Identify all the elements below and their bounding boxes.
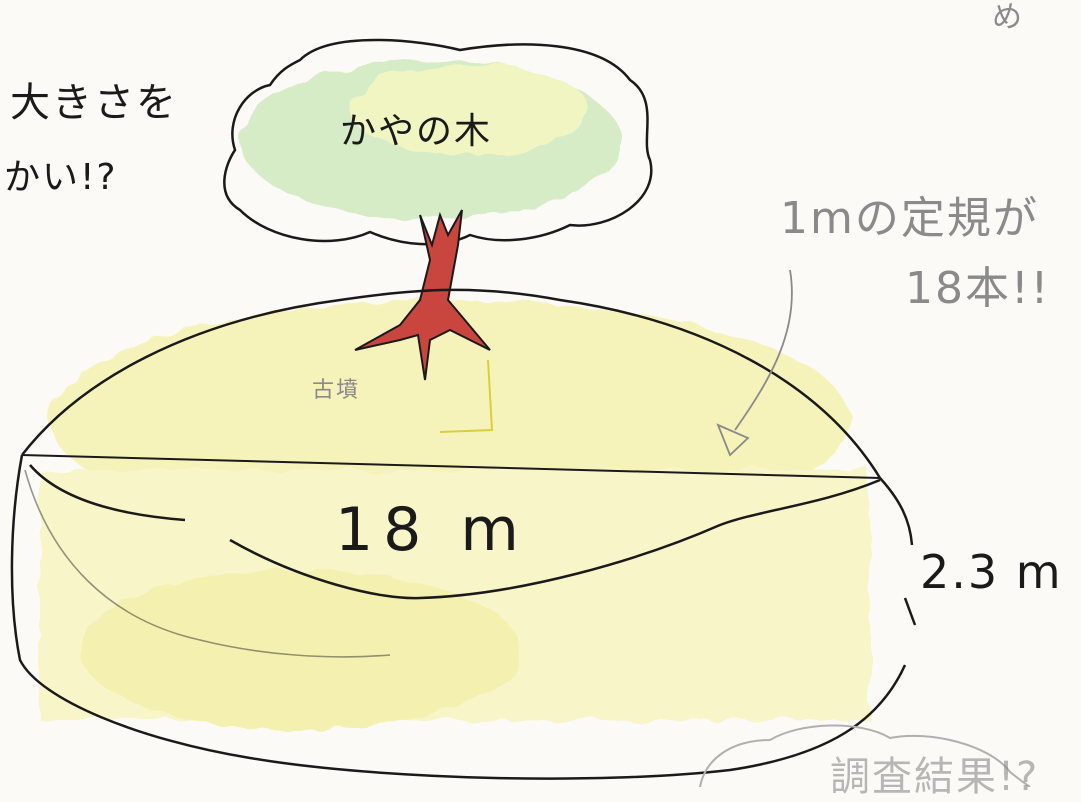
ruler-arrow [716, 269, 793, 457]
bottom-cloud-outline [699, 724, 1031, 787]
mound-marker [439, 359, 494, 433]
tree-canopy-outline [223, 38, 653, 246]
mound-drum-outline [10, 454, 917, 780]
mound-dome-outline [21, 288, 882, 479]
left-note-line2: かい!? [4, 157, 118, 198]
height-label: 2.3 m [920, 545, 1063, 599]
diameter-line [21, 454, 881, 479]
diameter-label: 18 m [335, 495, 529, 565]
green-crayon-fill [240, 60, 620, 220]
bottom-note: 調査結果!? [830, 754, 1040, 800]
mound-inner-edge [24, 469, 391, 658]
topright-fragment-text: め [992, 0, 1024, 35]
ruler-note-line2: 18本!! [905, 263, 1051, 314]
mound-label: 古墳 [312, 378, 361, 403]
tree-label: かやの木 [340, 111, 493, 152]
left-note-line1: 大きさを [10, 80, 178, 126]
ruler-note-line1: 1mの定規が [780, 193, 1039, 244]
tree-trunk [354, 209, 491, 381]
